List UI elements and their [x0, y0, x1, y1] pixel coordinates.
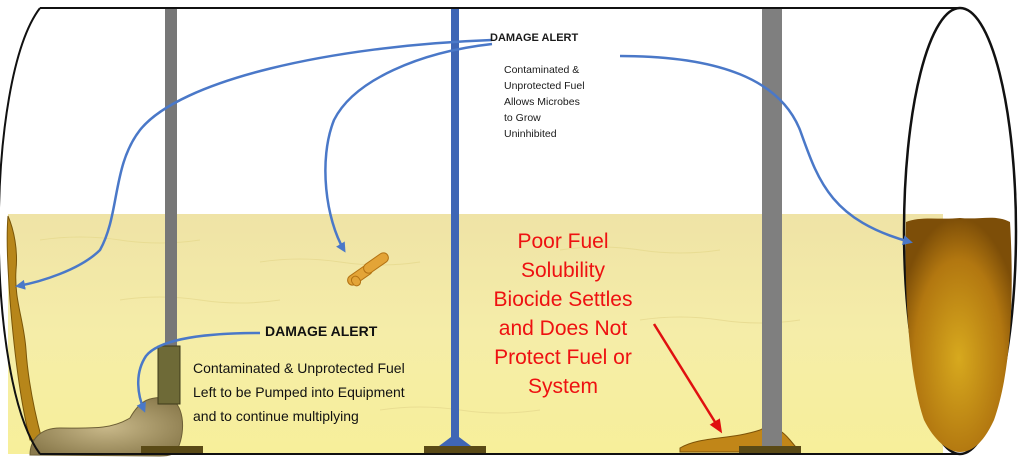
arrow-to-microbes: [324, 42, 493, 253]
arrow-to-tank-end: [619, 54, 913, 245]
tank-end-sludge: [905, 217, 1012, 452]
bottom-damage-alert-title: DAMAGE ALERT: [265, 323, 378, 339]
top-damage-alert-body: Contaminated & Unprotected Fuel Allows M…: [504, 64, 585, 140]
arrow-to-left-wall: [15, 38, 493, 290]
microbe-capsules: [347, 252, 389, 287]
biocide-solubility-note: Poor Fuel Solubility Biocide Settles and…: [493, 230, 633, 398]
top-damage-alert-title: DAMAGE ALERT: [490, 32, 579, 44]
bottom-left-drain: [141, 446, 203, 454]
tank-end-cap: [902, 6, 1018, 456]
right-pipe: [739, 8, 801, 454]
left-wall-biofilm: [6, 215, 43, 441]
center-pipe: [424, 8, 486, 454]
red-arrow-to-sludge: [652, 323, 723, 434]
tank-outline: [0, 7, 960, 455]
left-pipe: [157, 8, 181, 405]
arrow-to-biomass: [136, 331, 261, 413]
fuel-ripples: [39, 236, 801, 414]
blue-arrows: [15, 38, 913, 413]
bottom-damage-alert-body: Contaminated & Unprotected Fuel Left to …: [193, 360, 405, 424]
